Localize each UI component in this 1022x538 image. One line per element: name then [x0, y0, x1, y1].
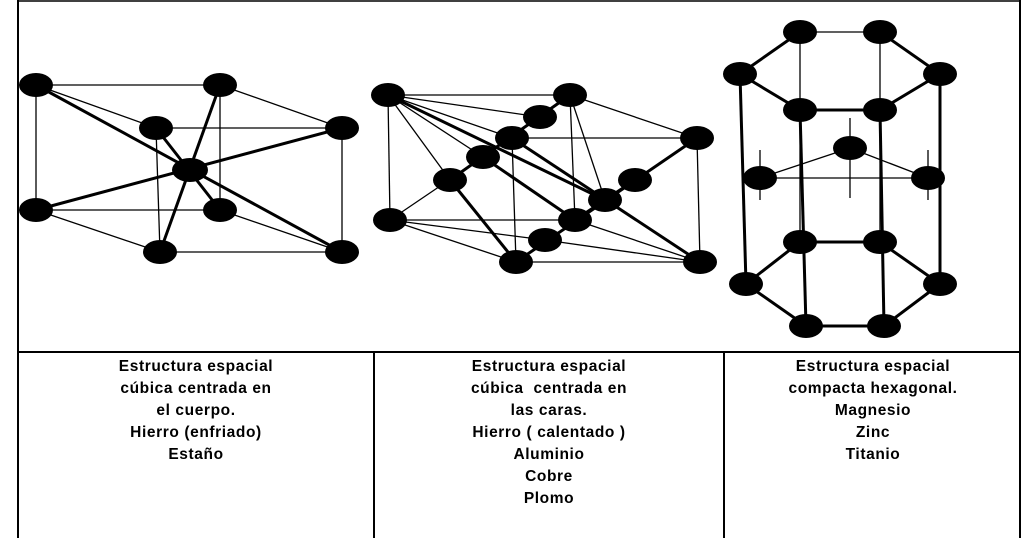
fcc-line-7: Plomo — [523, 490, 575, 507]
hcp-line-4: Zinc — [855, 424, 891, 441]
fcc-line-6: Cobre — [525, 468, 573, 485]
bcc-line-4: Hierro (enfriado) — [130, 424, 262, 441]
bcc-line-3: el cuerpo. — [156, 402, 236, 419]
fcc-line-4: Hierro ( calentado ) — [472, 424, 626, 441]
hcp-line-1: Estructura espacial — [795, 358, 951, 375]
hcp-line-2: compacta hexagonal. — [788, 380, 958, 397]
figure-frame — [17, 0, 1021, 538]
hcp-description: Estructura espacial compacta hexagonal. … — [724, 356, 1022, 466]
bcc-line-1: Estructura espacial — [118, 358, 274, 375]
fcc-line-1: Estructura espacial — [471, 358, 627, 375]
hcp-line-3: Magnesio — [834, 402, 912, 419]
fcc-description: Estructura espacial cúbica centrada en l… — [374, 356, 724, 510]
bcc-structure-diagram — [19, 73, 359, 264]
hcp-line-5: Titanio — [845, 446, 901, 463]
fcc-line-3: las caras. — [510, 402, 588, 419]
bcc-line-5: Estaño — [168, 446, 224, 463]
bcc-line-2: cúbica centrada en — [120, 380, 272, 397]
fcc-structure-diagram — [371, 83, 717, 274]
fcc-line-5: Aluminio — [513, 446, 585, 463]
hcp-structure-diagram — [723, 20, 957, 338]
bcc-description: Estructura espacial cúbica centrada en e… — [18, 356, 374, 466]
fcc-line-2: cúbica centrada en — [470, 380, 628, 397]
